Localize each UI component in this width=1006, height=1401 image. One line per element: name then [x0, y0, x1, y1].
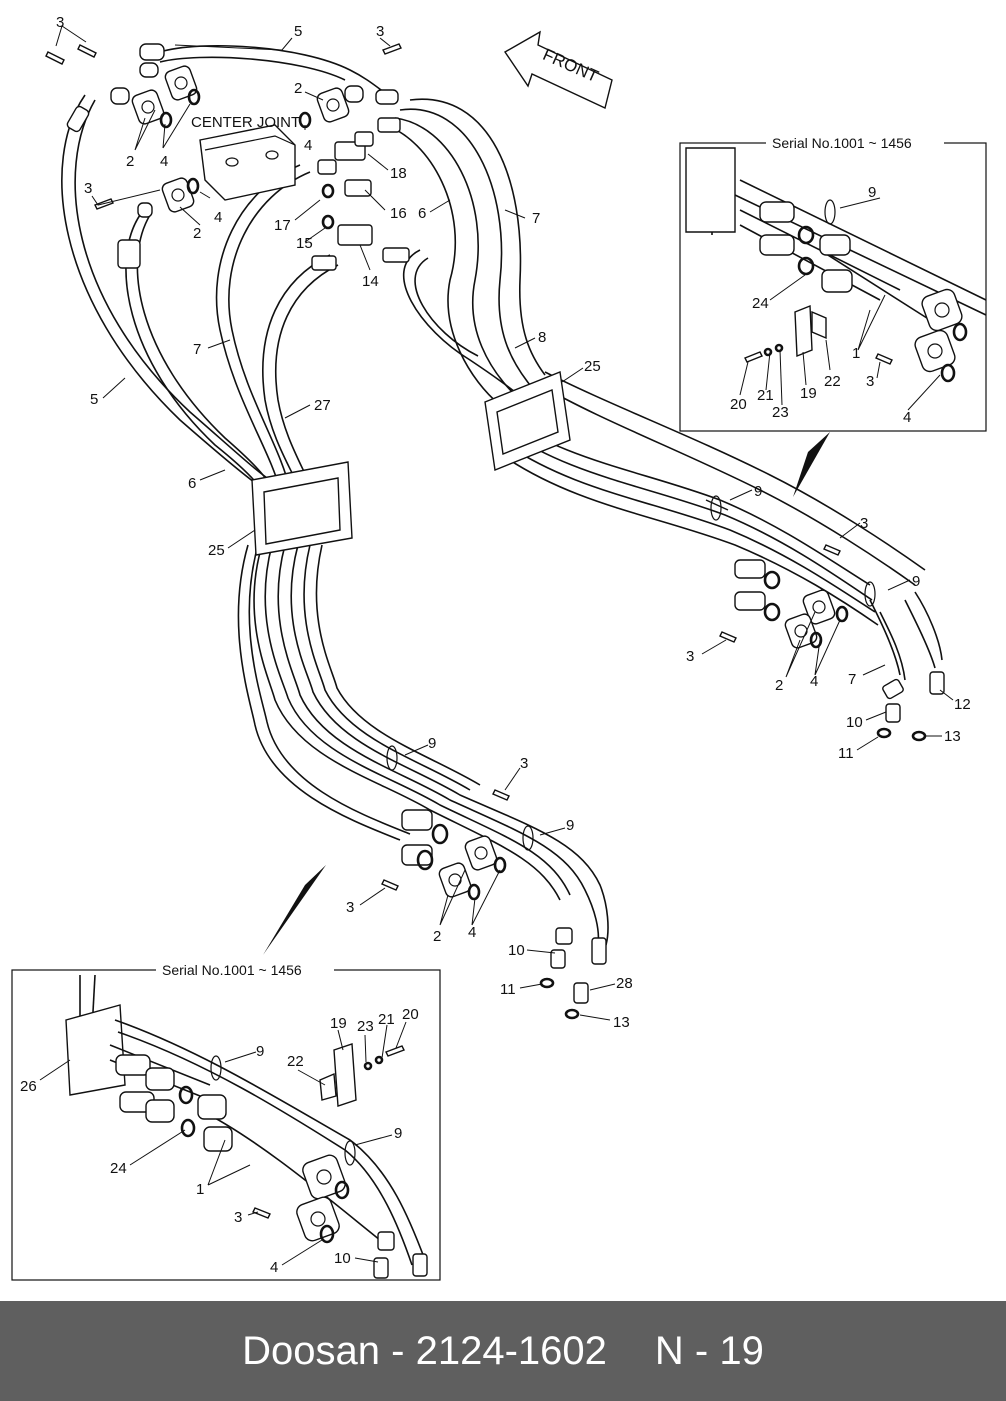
- callout: 7: [848, 671, 856, 688]
- callout: 2: [193, 225, 201, 242]
- callout: 10: [334, 1250, 351, 1267]
- callout: 3: [234, 1209, 242, 1226]
- callout: 9: [256, 1043, 264, 1060]
- callout: 7: [193, 341, 201, 358]
- footer-part-number: 2124-1602: [415, 1328, 607, 1373]
- callout: 23: [772, 404, 789, 421]
- footer-page-ref: N - 19: [654, 1328, 764, 1373]
- callout: 28: [616, 975, 633, 992]
- right-end-fittings: [705, 495, 945, 742]
- callout-labels: 3 5 3 2 2 4 4 3 4 2 18 16 17 6 7 15 14 7…: [20, 14, 971, 1276]
- footer-bar: Doosan - 2124-1602 N - 19: [0, 1301, 1006, 1401]
- callout: 5: [294, 23, 302, 40]
- callout: 4: [810, 673, 818, 690]
- callout: 9: [566, 817, 574, 834]
- callout: 2: [775, 677, 783, 694]
- callout: 17: [274, 217, 291, 234]
- callout: 9: [868, 184, 876, 201]
- hydraulic-hose-diagram: FRONT: [11, 14, 987, 1281]
- inset-pointer-bottom: [263, 865, 326, 955]
- inset-bottom-title: Serial No.1001 ~ 1456: [162, 962, 302, 978]
- footer-separator: -: [391, 1328, 405, 1373]
- callout: 9: [912, 573, 920, 590]
- callout: 4: [304, 137, 312, 154]
- center-joint-label: CENTER JOINT: [191, 114, 300, 131]
- callout: 4: [160, 153, 168, 170]
- center-joint: CENTER JOINT: [191, 114, 300, 201]
- leader-lines: [39, 25, 954, 1266]
- callout: 9: [754, 483, 762, 500]
- callout: 3: [346, 899, 354, 916]
- callout: 25: [208, 542, 225, 559]
- callout: 23: [357, 1018, 374, 1035]
- callout: 8: [538, 329, 546, 346]
- callout: 21: [757, 387, 774, 404]
- callout: 6: [418, 205, 426, 222]
- callout: 3: [686, 648, 694, 665]
- callout: 5: [90, 391, 98, 408]
- callout: 25: [584, 358, 601, 375]
- callout: 20: [730, 396, 747, 413]
- callout: 24: [110, 1160, 127, 1177]
- callout: 4: [214, 209, 222, 226]
- callout: 15: [296, 235, 313, 252]
- callout: 10: [508, 942, 525, 959]
- callout: 3: [866, 373, 874, 390]
- inset-serial-bottom: Serial No.1001 ~ 1456: [11, 960, 441, 1281]
- main-hose-bundle: [61, 44, 943, 946]
- callout: 14: [362, 273, 379, 290]
- bracket-25-left: [251, 461, 353, 556]
- callout: 12: [954, 696, 971, 713]
- callout: 24: [752, 295, 769, 312]
- inset-right-title: Serial No.1001 ~ 1456: [772, 135, 912, 151]
- callout: 7: [532, 210, 540, 227]
- callout: 3: [376, 23, 384, 40]
- callout: 6: [188, 475, 196, 492]
- callout: 16: [390, 205, 407, 222]
- inset-pointer-right: [793, 432, 830, 497]
- callout: 9: [394, 1125, 402, 1142]
- callout: 27: [314, 397, 331, 414]
- callout: 19: [800, 385, 817, 402]
- front-arrow: FRONT: [503, 30, 613, 109]
- callout: 22: [824, 373, 841, 390]
- callout: 9: [428, 735, 436, 752]
- callout: 22: [287, 1053, 304, 1070]
- callout: 2: [433, 928, 441, 945]
- inset-serial-right: Serial No.1001 ~ 1456: [679, 133, 987, 432]
- bracket-25-right: [484, 371, 571, 471]
- callout: 3: [84, 180, 92, 197]
- callout: 2: [126, 153, 134, 170]
- lower-end-fittings: [381, 745, 607, 1020]
- callout: 4: [270, 1259, 278, 1276]
- callout: 11: [838, 745, 854, 762]
- callout: 4: [468, 924, 476, 941]
- callout: 26: [20, 1078, 37, 1095]
- callout: 2: [294, 80, 302, 97]
- callout: 11: [500, 981, 516, 998]
- callout: 10: [846, 714, 863, 731]
- callout: 1: [196, 1181, 204, 1198]
- callout: 3: [56, 14, 64, 31]
- callout: 3: [860, 515, 868, 532]
- callout: 19: [330, 1015, 347, 1032]
- callout: 13: [944, 728, 961, 745]
- upper-fittings: [45, 43, 410, 271]
- callout: 1: [852, 345, 860, 362]
- callout: 18: [390, 165, 407, 182]
- callout: 13: [613, 1014, 630, 1031]
- footer-brand: Doosan: [242, 1328, 381, 1373]
- callout: 20: [402, 1006, 419, 1023]
- callout: 4: [903, 409, 911, 426]
- callout: 3: [520, 755, 528, 772]
- callout: 21: [378, 1011, 395, 1028]
